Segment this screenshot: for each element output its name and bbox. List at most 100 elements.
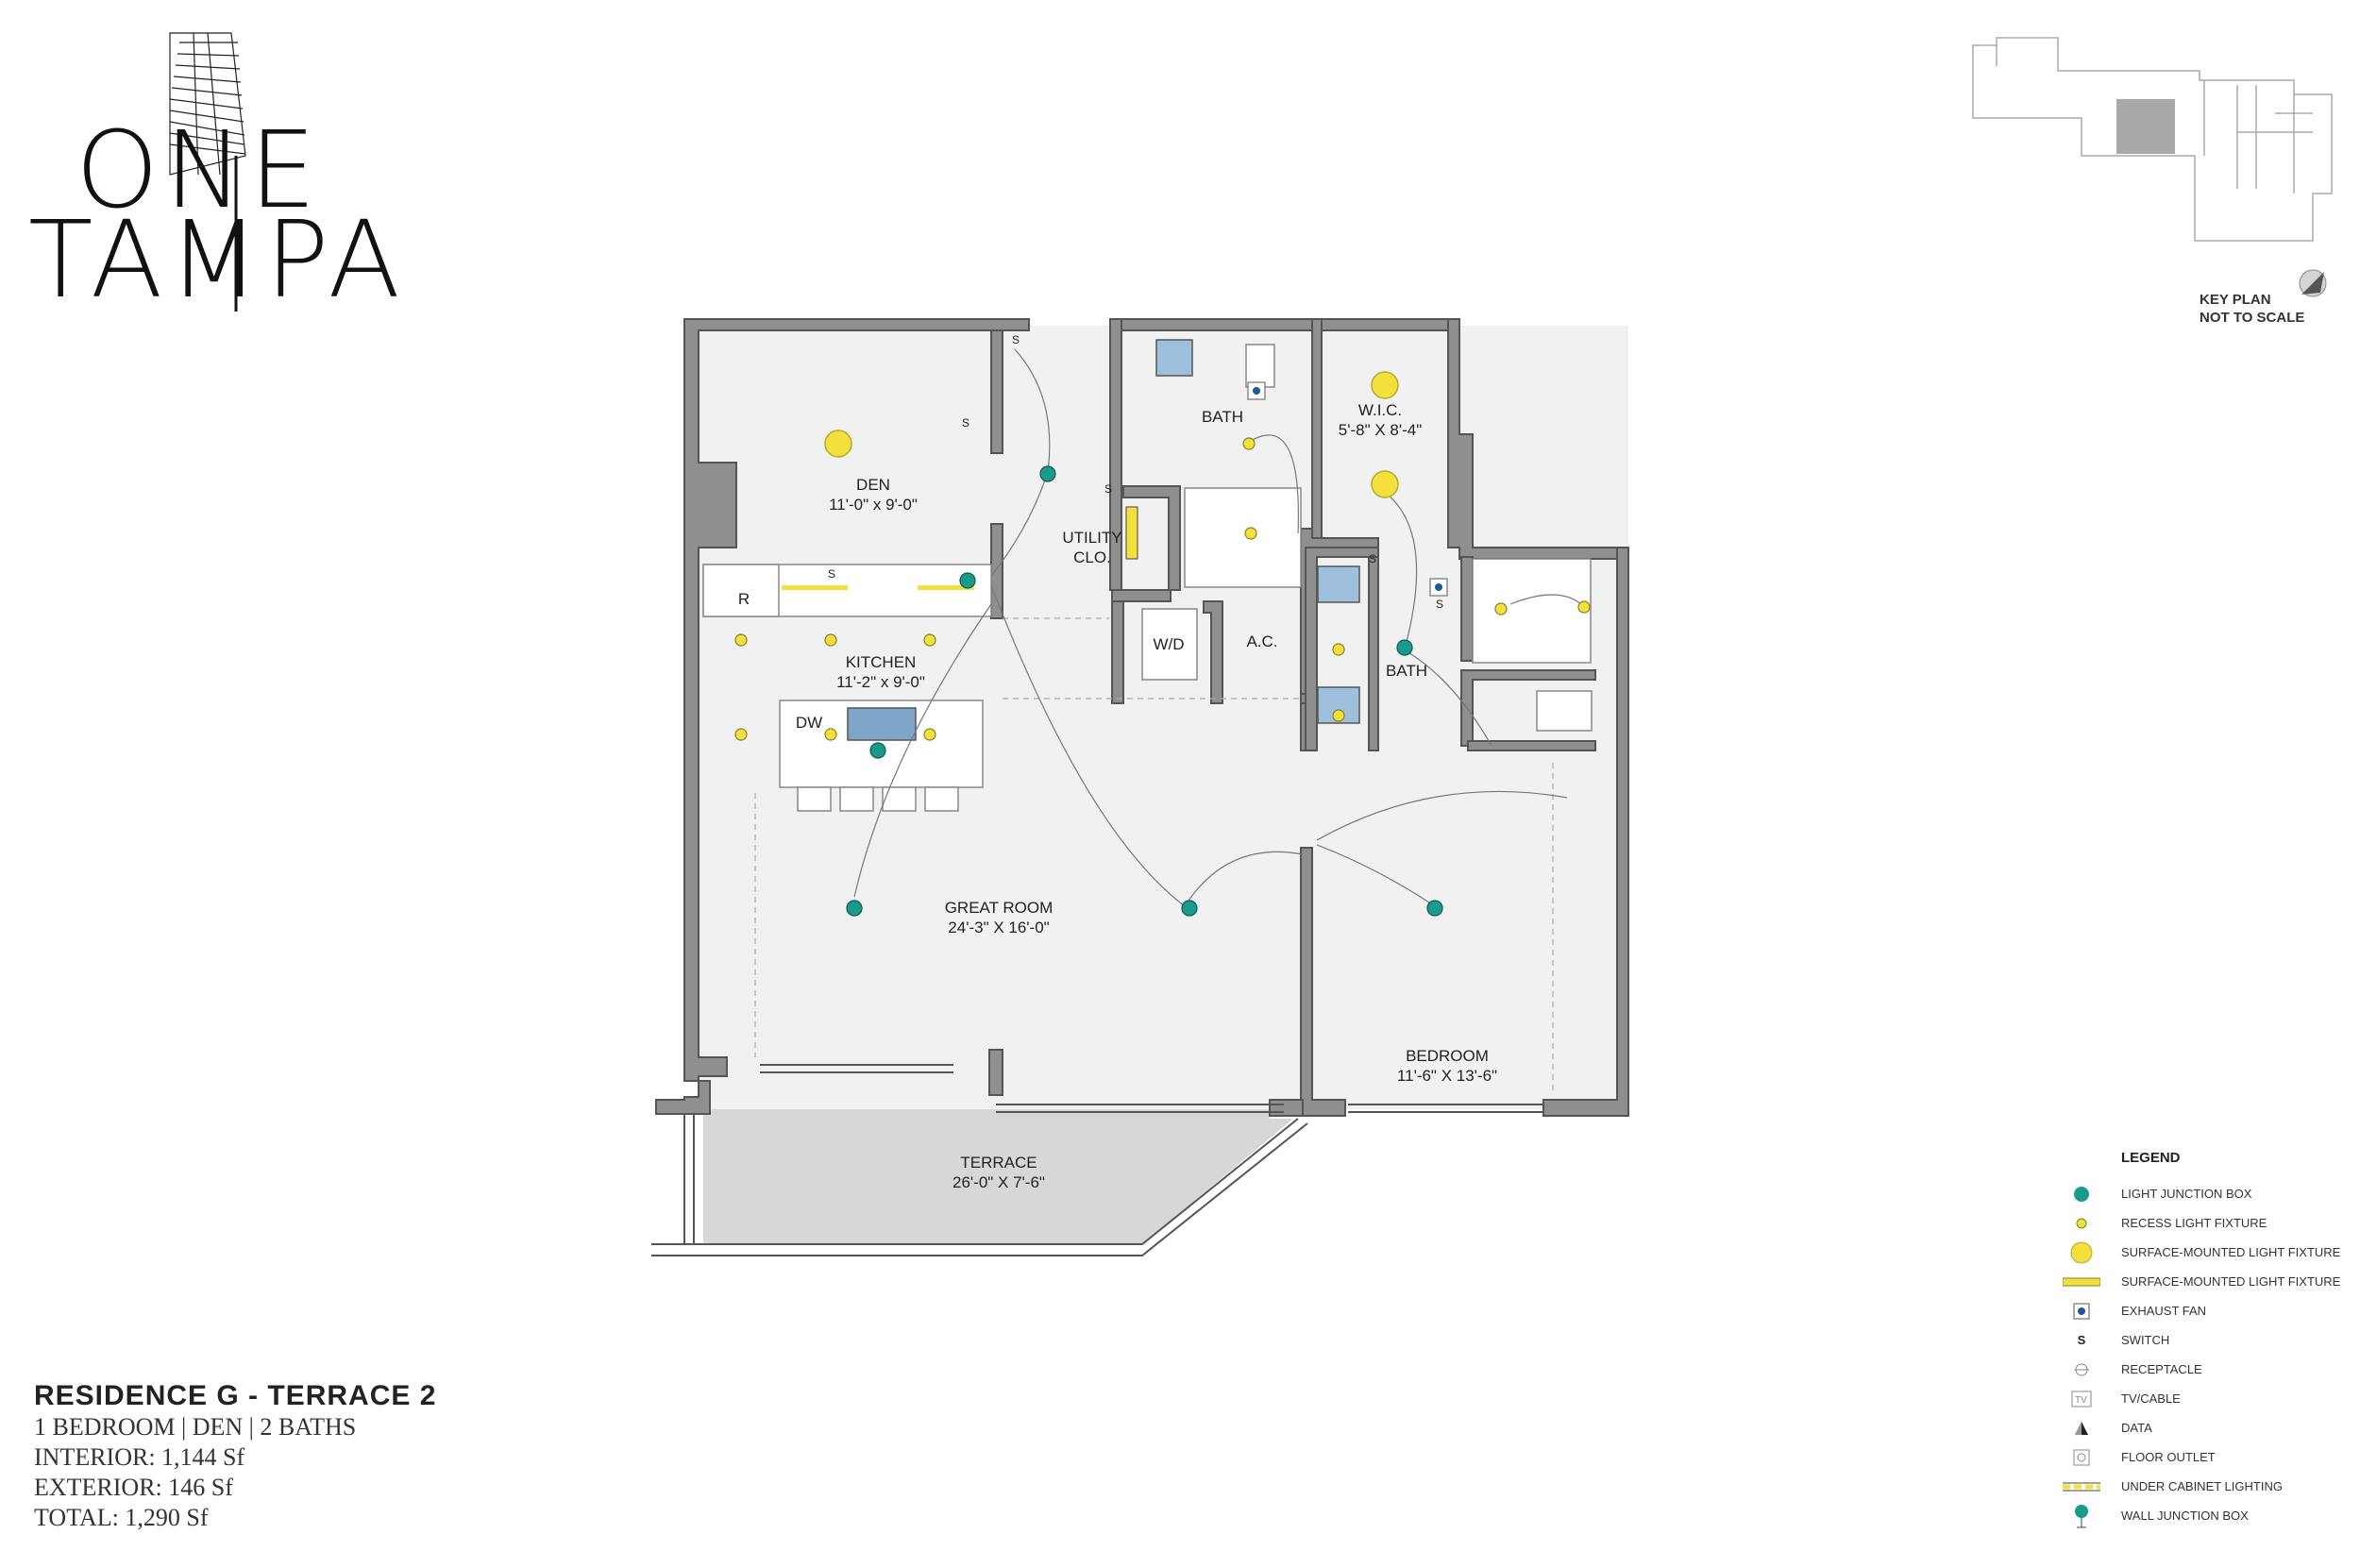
junction-box-icon <box>1396 639 1413 656</box>
switch-icon: S <box>828 567 835 581</box>
wic-name: W.I.C. <box>1358 401 1402 419</box>
utility-line1: UTILITY <box>1062 529 1121 547</box>
legend-label: TV/CABLE <box>2121 1391 2181 1406</box>
bedroom-name: BEDROOM <box>1406 1047 1489 1065</box>
ceiling-outline <box>754 617 1554 1095</box>
terrace-name: TERRACE <box>960 1154 1037 1172</box>
legend-item: DATA <box>2063 1413 2346 1442</box>
junction-box-icon <box>869 742 886 759</box>
junction-box-icon <box>959 572 976 589</box>
junction-boxes <box>846 465 1443 917</box>
den-name: DEN <box>856 476 890 494</box>
legend-item: RECESS LIGHT FIXTURE <box>2063 1208 2346 1238</box>
key-plan-label: KEY PLAN NOT TO SCALE <box>2200 291 2304 327</box>
legend-label: UNDER CABINET LIGHTING <box>2121 1479 2283 1493</box>
exhaust-fans <box>1247 381 1448 597</box>
fridge-label: R <box>738 590 750 608</box>
switch-icon: S <box>1104 482 1112 496</box>
bath-sink-upper <box>1317 565 1360 603</box>
legend-item: LIGHT JUNCTION BOX <box>2063 1179 2346 1208</box>
legend-label: LIGHT JUNCTION BOX <box>2121 1187 2252 1201</box>
kitchen-name: KITCHEN <box>846 653 917 671</box>
legend-label: FLOOR OUTLET <box>2121 1450 2216 1464</box>
legend-label: RECESS LIGHT FIXTURE <box>2121 1216 2267 1230</box>
legend-label: SURFACE-MOUNTED LIGHT FIXTURE <box>2121 1245 2341 1259</box>
dishwasher-label: DW <box>796 714 822 732</box>
surface-lights <box>824 371 1399 498</box>
key-plan-scale: NOT TO SCALE <box>2200 310 2305 326</box>
kitchen-cabinetry <box>702 564 1198 812</box>
surface-light-icon <box>824 430 852 458</box>
toilet-right <box>1536 690 1593 732</box>
junction-box-icon <box>1426 900 1443 917</box>
legend-item: SURFACE-MOUNTED LIGHT FIXTURE <box>2063 1238 2346 1267</box>
recess-light-icon <box>2076 1218 2087 1228</box>
switch-icon: S <box>1369 552 1376 565</box>
legend-item: SURFACE-MOUNTED LIGHT FIXTURE <box>2063 1267 2346 1296</box>
great-room-dims: 24'-3" X 16'-0" <box>948 919 1049 936</box>
legend-item: RECEPTACLE <box>2063 1355 2346 1384</box>
key-plan-diagram <box>1972 37 2333 297</box>
receptacle-icon <box>2074 1363 2089 1375</box>
data-icon <box>2075 1421 2088 1435</box>
switch-icon: S <box>2077 1333 2086 1347</box>
den-dims: 11'-0" x 9'-0" <box>829 496 918 514</box>
room-labels: DEN 11'-0" x 9'-0" KITCHEN 11'-2" x 9'-0… <box>738 401 1497 1191</box>
kitchen-dims: 11'-2" x 9'-0" <box>836 673 925 691</box>
legend: LEGEND LIGHT JUNCTION BOX RECESS LIGHT F… <box>2063 1150 2346 1530</box>
recess-lights <box>734 437 1591 741</box>
washer-dryer <box>1141 608 1198 681</box>
key-plan-title: KEY PLAN <box>2200 292 2271 308</box>
under-cabinet-icon <box>2063 1482 2100 1491</box>
tower-graphic-icon <box>169 32 246 312</box>
legend-label: SURFACE-MOUNTED LIGHT FIXTURE <box>2121 1274 2341 1289</box>
wic-dims: 5'-8" X 8'-4" <box>1339 421 1423 439</box>
residence-exterior: EXTERIOR: 146 Sf <box>34 1474 233 1501</box>
surface-light-icon <box>1371 470 1399 498</box>
legend-item: WALL JUNCTION BOX <box>2063 1501 2346 1530</box>
legend-title: LEGEND <box>2121 1150 2181 1166</box>
junction-box-icon <box>2074 1186 2089 1202</box>
bath-lower-name: BATH <box>1386 662 1427 680</box>
under-cabinet-light-left <box>782 585 848 590</box>
switch-icon: S <box>962 416 969 430</box>
under-cabinet-light-right <box>918 585 974 590</box>
legend-label: DATA <box>2121 1421 2152 1435</box>
one-tampa-logo: ONE TAMPA <box>28 24 400 326</box>
shower-upper <box>1184 487 1302 588</box>
terrace-floor <box>703 1109 1293 1244</box>
walls <box>655 318 1629 1117</box>
logo-line-one: ONE <box>76 110 322 232</box>
kitchen-sink <box>847 707 917 741</box>
wd-name: W/D <box>1153 635 1184 653</box>
residence-summary: 1 BEDROOM | DEN | 2 BATHS <box>34 1413 357 1441</box>
legend-item: FLOOR OUTLET <box>2063 1442 2346 1472</box>
legend-item: TV TV/CABLE <box>2063 1384 2346 1413</box>
shower-right <box>1472 558 1592 664</box>
exhaust-fan-icon <box>2073 1303 2090 1319</box>
surface-light-round-icon <box>2070 1241 2093 1263</box>
legend-item: UNDER CABINET LIGHTING <box>2063 1472 2346 1501</box>
legend-item: S SWITCH <box>2063 1325 2346 1355</box>
legend-label: SWITCH <box>2121 1333 2170 1347</box>
legend-label: EXHAUST FAN <box>2121 1304 2207 1318</box>
logo-line-tampa: TAMPA <box>28 199 406 322</box>
switch-icon: S <box>1012 333 1020 346</box>
great-room-name: GREAT ROOM <box>945 899 1054 917</box>
legend-item: EXHAUST FAN <box>2063 1296 2346 1325</box>
residence-interior: INTERIOR: 1,144 Sf <box>34 1443 245 1471</box>
legend-label: WALL JUNCTION BOX <box>2121 1509 2249 1523</box>
switch-symbols: S S S S S S <box>828 333 1443 611</box>
surface-light-icon <box>1371 371 1399 399</box>
utility-line2: CLO. <box>1073 548 1111 566</box>
wall-junction-box-icon <box>2075 1504 2088 1527</box>
residence-info: RESIDENCE G - TERRACE 2 1 BEDROOM | DEN … <box>34 1380 436 1533</box>
tv-symbol: TV <box>2075 1395 2087 1406</box>
bath-sink-top <box>1155 339 1193 377</box>
ac-name: A.C. <box>1246 632 1277 650</box>
junction-box-icon <box>1181 900 1198 917</box>
residence-total: TOTAL: 1,290 Sf <box>34 1504 209 1531</box>
window-lines <box>651 1064 1543 1256</box>
bath-upper-name: BATH <box>1202 408 1243 426</box>
